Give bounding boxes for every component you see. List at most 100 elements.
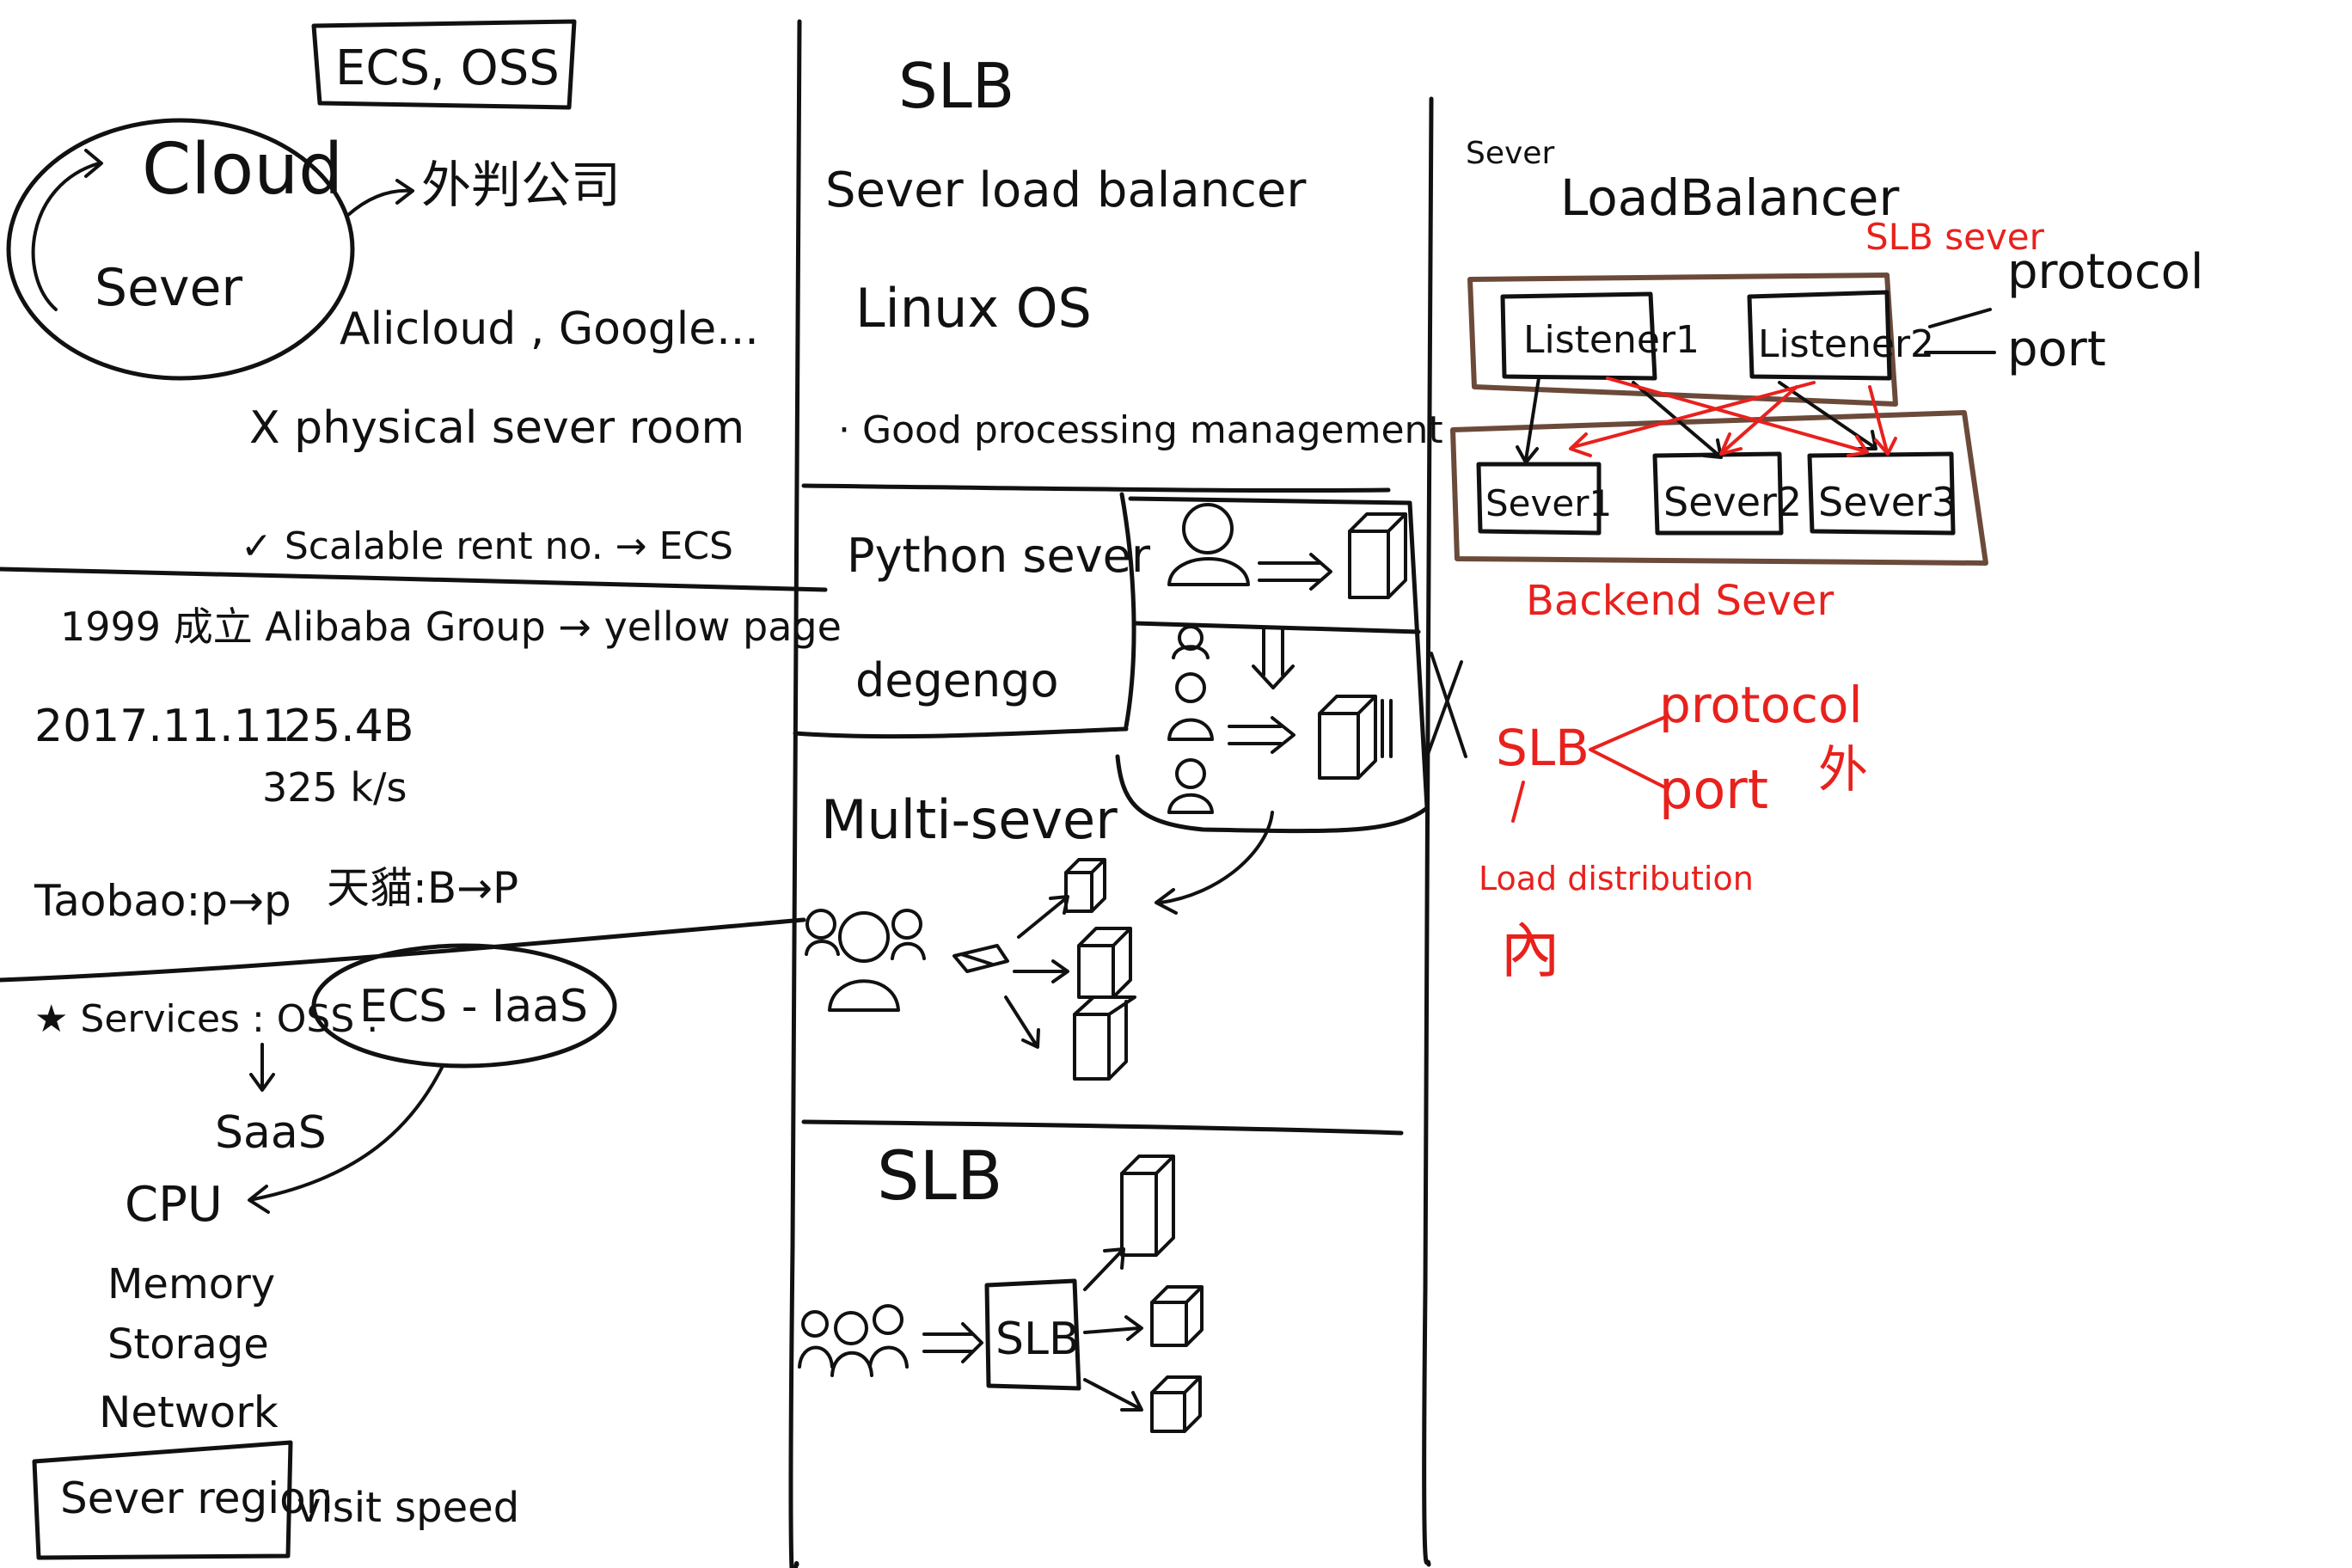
port-red-label: port [1659, 758, 1768, 821]
double-arrow-icon [1258, 553, 1332, 591]
arrowhead-icon [249, 1073, 275, 1092]
ecs-iaas-ellipse [311, 943, 617, 1069]
providers-label: Alicloud , Google... [340, 303, 759, 355]
cross-mark-icon [1425, 652, 1467, 758]
python-label: Python sever [847, 529, 1151, 583]
double-arrow-icon [922, 1322, 983, 1363]
rate-label: 325 k/s [262, 764, 407, 811]
resource-network: Network [99, 1387, 279, 1437]
middle-column: SLB Sever load balancer Linux OS · Good … [798, 50, 1467, 1433]
protocol-label: protocol [2007, 244, 2203, 300]
cycle-arrow-icon [31, 162, 101, 311]
listener-group-box [1467, 273, 1898, 407]
port-label: port [2007, 322, 2106, 377]
ecs-iaas-label: ECS - IaaS [359, 981, 588, 1032]
server-icon [1073, 995, 1136, 1081]
listener1-label: Listener1 [1523, 318, 1700, 362]
divider-left-vertical [788, 19, 802, 1568]
curve-arrow-icon [252, 1064, 444, 1201]
red-char: 外 [1818, 740, 1868, 799]
server1-box [1476, 462, 1602, 536]
slb-node-label: SLB [995, 1314, 1080, 1365]
arrow-icon [1083, 1315, 1143, 1341]
multi-label: Multi-sever [821, 788, 1118, 851]
server-icon [1077, 927, 1132, 999]
ecs-oss-label: ECS, OSS [335, 40, 560, 96]
divider-mid-1 [801, 483, 1391, 493]
red-bottom-char: 內 [1500, 916, 1560, 986]
slb2-label: SLB [877, 1138, 1002, 1216]
python-box-right [1119, 492, 1136, 729]
tmall-label: 天貓:B→P [327, 863, 518, 913]
arrow-to-outsource-icon [346, 188, 414, 217]
arrow-icon [1083, 1247, 1125, 1291]
resource-cpu: CPU [125, 1177, 223, 1233]
listener1-box [1500, 291, 1657, 381]
pointer-lines-icon [1924, 308, 1996, 354]
server2-box [1652, 451, 1784, 536]
backend-group-box [1450, 410, 1988, 566]
down-double-arrow-icon [1252, 626, 1295, 689]
listener-to-server-arrow [1516, 377, 1540, 464]
alibaba-label: 1999 成立 Alibaba Group → yellow page [60, 603, 842, 650]
person-icon [1167, 503, 1250, 586]
arrow-icon [1083, 1378, 1143, 1412]
cloud-title: Cloud [142, 129, 343, 211]
divider-mid-2 [793, 726, 1129, 739]
django-label: degengo [855, 653, 1059, 707]
arrowhead-icon [1155, 888, 1178, 915]
server-icon [1150, 1375, 1202, 1433]
server-icon [1318, 695, 1393, 780]
saas-label: SaaS [215, 1107, 327, 1159]
region-box [32, 1440, 293, 1560]
protocol-red-label: protocol [1659, 676, 1863, 734]
right-column: Sever LoadBalancer SLB sever protocol po… [1450, 136, 2203, 986]
services-label: ★ Services : OSS . [34, 997, 378, 1041]
server3-box [1807, 451, 1956, 536]
physical-label: X physical sever room [249, 402, 744, 454]
left-column: ECS, OSS Cloud Sever 外判公司 Alicloud , Goo… [6, 19, 842, 1560]
diagram-box [1115, 496, 1430, 834]
server-icon [1348, 512, 1407, 599]
arrow-icon [1017, 895, 1069, 939]
bracket-icon [1589, 716, 1665, 788]
listener2-box [1747, 290, 1892, 381]
server-icon [1120, 1155, 1175, 1257]
backend-label: Backend Sever [1526, 577, 1834, 625]
arrowhead-icon [248, 1185, 270, 1214]
server1-label: Sever1 [1485, 482, 1612, 524]
scalable-label: ✓ Scalable rent no. → ECS [241, 524, 733, 568]
server-icon [1064, 858, 1106, 913]
crowd-icon [798, 1304, 909, 1377]
curve-arrow-icon [1159, 811, 1274, 904]
server3-label: Sever3 [1818, 479, 1957, 525]
slb-server-label: SLB sever [1865, 216, 2045, 258]
diagram-box-divider [1132, 621, 1421, 634]
dividers [0, 19, 1434, 1568]
arrow-icon [1013, 959, 1069, 983]
date-label: 2017.11.11 [34, 701, 291, 752]
cloud-ellipse [6, 118, 355, 381]
load-balancer-label: LoadBalancer [1560, 168, 1899, 227]
arrowhead-icon [84, 149, 103, 178]
divider-mid-3 [801, 1119, 1404, 1136]
outsource-label: 外判公司 [421, 156, 621, 214]
slb-title: SLB [898, 50, 1014, 122]
red-arrow-icon [1606, 377, 1869, 457]
slb-subtitle: Sever load balancer [825, 162, 1307, 218]
linux-label: Linux OS [855, 277, 1092, 340]
slb-node-box [984, 1278, 1081, 1391]
red-arrow-icon [1569, 381, 1816, 457]
double-arrow-icon [1228, 716, 1295, 754]
resource-storage: Storage [107, 1320, 269, 1369]
arrowhead-icon [395, 179, 414, 205]
cloud-sever: Sever [95, 258, 242, 318]
sever-small-label: Sever [1466, 136, 1554, 171]
crowd-icon [805, 909, 926, 1012]
ecs-oss-box [311, 19, 577, 110]
resource-memory: Memory [107, 1260, 275, 1308]
red-stroke-icon [1511, 781, 1525, 823]
slb-red-label: SLB [1496, 719, 1589, 777]
visit-label: visit speed [297, 1484, 519, 1532]
